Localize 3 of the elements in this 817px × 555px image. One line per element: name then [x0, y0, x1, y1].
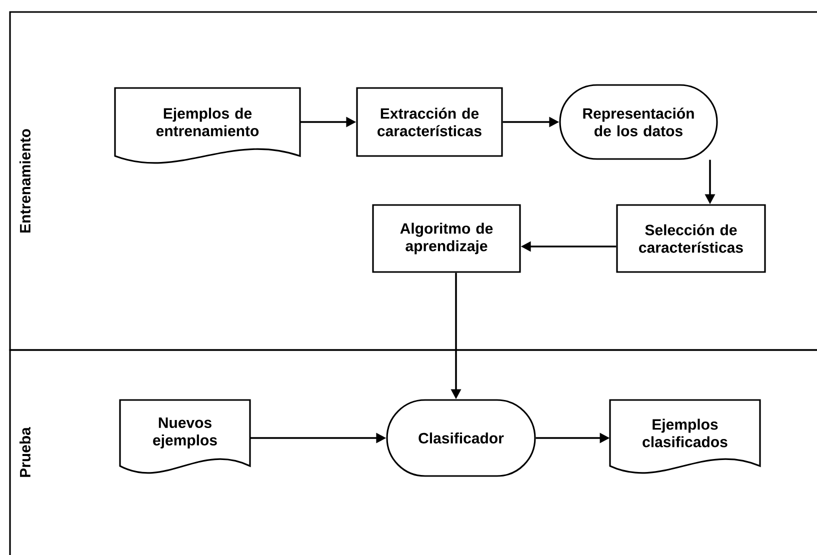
process-box: Selección de características — [616, 204, 766, 273]
process-box: Algoritmo de aprendizaje — [372, 204, 521, 273]
process-box: Extracción de características — [356, 87, 503, 157]
